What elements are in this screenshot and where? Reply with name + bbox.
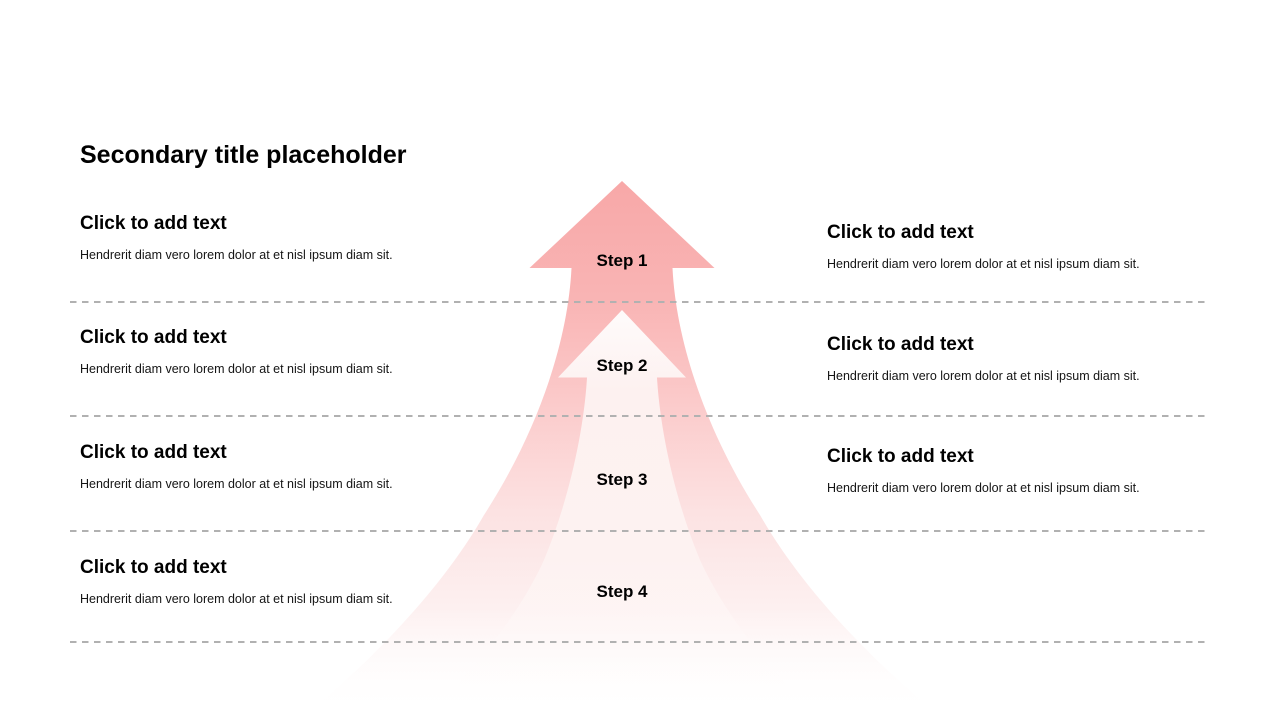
left-item-2-body[interactable]: Hendrerit diam vero lorem dolor at et ni… — [80, 362, 393, 376]
right-item-2-heading[interactable]: Click to add text — [827, 334, 974, 355]
right-item-3-heading[interactable]: Click to add text — [827, 446, 974, 467]
dashed-divider-4 — [70, 641, 1206, 643]
left-item-3-body[interactable]: Hendrerit diam vero lorem dolor at et ni… — [80, 477, 393, 491]
left-item-4-heading[interactable]: Click to add text — [80, 557, 227, 578]
left-item-1[interactable]: Click to add text Hendrerit diam vero lo… — [80, 211, 500, 263]
step-1-label[interactable]: Step 1 — [596, 251, 648, 270]
left-item-4-body[interactable]: Hendrerit diam vero lorem dolor at et ni… — [80, 592, 393, 606]
left-item-3[interactable]: Click to add text Hendrerit diam vero lo… — [80, 440, 500, 492]
step-2-label[interactable]: Step 2 — [596, 356, 648, 375]
left-item-3-heading[interactable]: Click to add text — [80, 442, 227, 463]
left-item-1-body[interactable]: Hendrerit diam vero lorem dolor at et ni… — [80, 248, 393, 262]
right-item-3[interactable]: Click to add text Hendrerit diam vero lo… — [827, 444, 1247, 496]
dashed-divider-1 — [70, 301, 1206, 303]
right-item-1-body[interactable]: Hendrerit diam vero lorem dolor at et ni… — [827, 257, 1140, 271]
dashed-divider-2 — [70, 415, 1206, 417]
left-item-2-heading[interactable]: Click to add text — [80, 327, 227, 348]
right-item-3-body[interactable]: Hendrerit diam vero lorem dolor at et ni… — [827, 481, 1140, 495]
right-item-1[interactable]: Click to add text Hendrerit diam vero lo… — [827, 220, 1247, 272]
step-3-label[interactable]: Step 3 — [596, 470, 648, 489]
left-item-2[interactable]: Click to add text Hendrerit diam vero lo… — [80, 325, 500, 377]
right-item-1-heading[interactable]: Click to add text — [827, 222, 974, 243]
dashed-divider-3 — [70, 530, 1206, 532]
left-item-1-heading[interactable]: Click to add text — [80, 213, 227, 234]
right-item-2-body[interactable]: Hendrerit diam vero lorem dolor at et ni… — [827, 369, 1140, 383]
slide-title[interactable]: Secondary title placeholder — [80, 141, 407, 169]
right-item-2[interactable]: Click to add text Hendrerit diam vero lo… — [827, 332, 1247, 384]
inner-arrow-shape — [428, 310, 816, 714]
step-4-label[interactable]: Step 4 — [596, 582, 648, 601]
left-item-4[interactable]: Click to add text Hendrerit diam vero lo… — [80, 555, 500, 607]
